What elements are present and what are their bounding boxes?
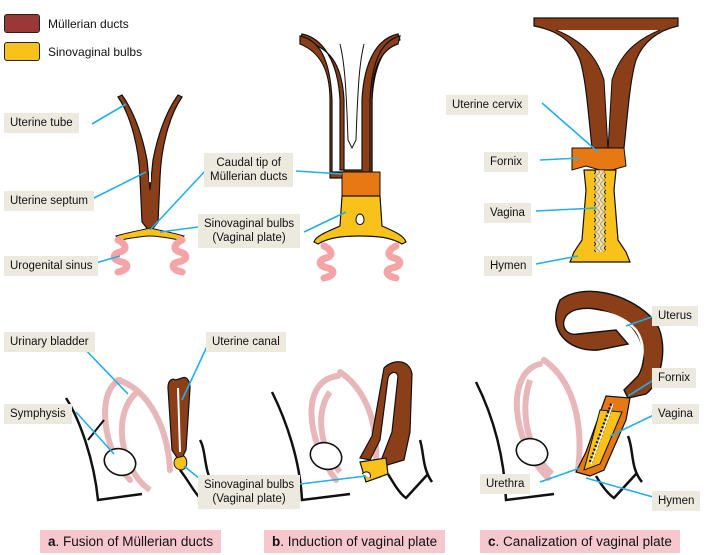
stage-b-top xyxy=(299,33,407,282)
label-hymen-bottom: Hymen xyxy=(652,491,701,511)
label-line: Caudal tip of xyxy=(216,157,281,169)
caption-letter: c xyxy=(488,534,496,549)
vaginal-plate-a xyxy=(173,455,188,471)
label-fornix-top: Fornix xyxy=(484,152,528,172)
label-line: Sinovaginal bulbs xyxy=(204,218,295,230)
legend-label: Sinovaginal bulbs xyxy=(48,44,143,59)
label-line: Sinovaginal bulbs xyxy=(204,479,295,491)
caption-text: . Canalization of vaginal plate xyxy=(495,534,672,549)
stage-b-bottom xyxy=(270,361,434,502)
label-uterine-canal: Uterine canal xyxy=(206,332,286,352)
label-uterus: Uterus xyxy=(652,306,698,326)
caption-text: . Fusion of Müllerian ducts xyxy=(55,534,214,549)
vaginal-plate-b-bottom xyxy=(359,457,389,483)
label-urethra: Urethra xyxy=(480,474,531,494)
urogenital-sinus-right xyxy=(169,236,190,276)
sinovaginal-swatch xyxy=(4,42,40,61)
caption-letter: a xyxy=(48,534,56,549)
mullerian-ducts-a xyxy=(117,94,183,233)
uterus-c-bottom xyxy=(554,290,664,399)
label-caudal-tip: Caudal tip of Müllerian ducts xyxy=(204,153,294,187)
caption-a: a. Fusion of Müllerian ducts xyxy=(40,530,222,553)
stage-a-bottom xyxy=(64,376,221,502)
urogenital-sinus-b-left xyxy=(316,242,337,282)
fornix-c xyxy=(571,147,627,171)
label-uterine-cervix: Uterine cervix xyxy=(446,95,529,115)
label-uterine-septum: Uterine septum xyxy=(4,191,94,211)
caption-text: . Induction of vaginal plate xyxy=(280,534,438,549)
caption-b: b. Induction of vaginal plate xyxy=(264,530,446,553)
caption-letter: b xyxy=(272,534,281,549)
label-urogenital-sinus: Urogenital sinus xyxy=(4,256,99,276)
urogenital-sinus-left xyxy=(110,236,131,276)
label-fornix-bottom: Fornix xyxy=(652,368,696,388)
label-hymen-top: Hymen xyxy=(484,256,533,276)
uterus-b xyxy=(359,361,413,467)
legend-item-mullerian: Müllerian ducts xyxy=(4,14,129,33)
label-vagina-top: Vagina xyxy=(484,203,531,223)
caudal-tip-b xyxy=(341,171,381,197)
legend-label: Müllerian ducts xyxy=(48,16,129,31)
stage-c-top xyxy=(533,17,679,263)
mullerian-swatch xyxy=(4,14,40,33)
label-vagina-bottom: Vagina xyxy=(652,404,699,424)
legend-item-sinovaginal: Sinovaginal bulbs xyxy=(4,42,142,61)
label-symphysis: Symphysis xyxy=(4,404,72,424)
label-line: (Vaginal plate) xyxy=(212,232,286,244)
label-sinovaginal-bottom: Sinovaginal bulbs (Vaginal plate) xyxy=(198,475,301,509)
symphysis-a xyxy=(103,447,137,477)
label-uterine-tube: Uterine tube xyxy=(4,113,79,133)
label-line: (Vaginal plate) xyxy=(212,493,286,505)
label-urinary-bladder: Urinary bladder xyxy=(4,332,95,352)
urogenital-sinus-b-right xyxy=(383,242,404,282)
symphysis-b xyxy=(309,441,343,471)
stage-a-top-ducts xyxy=(110,94,190,276)
caption-c: c. Canalization of vaginal plate xyxy=(480,530,680,553)
label-sinovaginal-top: Sinovaginal bulbs (Vaginal plate) xyxy=(198,214,301,248)
symphysis-c xyxy=(515,437,549,467)
label-line: Müllerian ducts xyxy=(210,171,288,183)
body-outline-b xyxy=(270,391,434,502)
